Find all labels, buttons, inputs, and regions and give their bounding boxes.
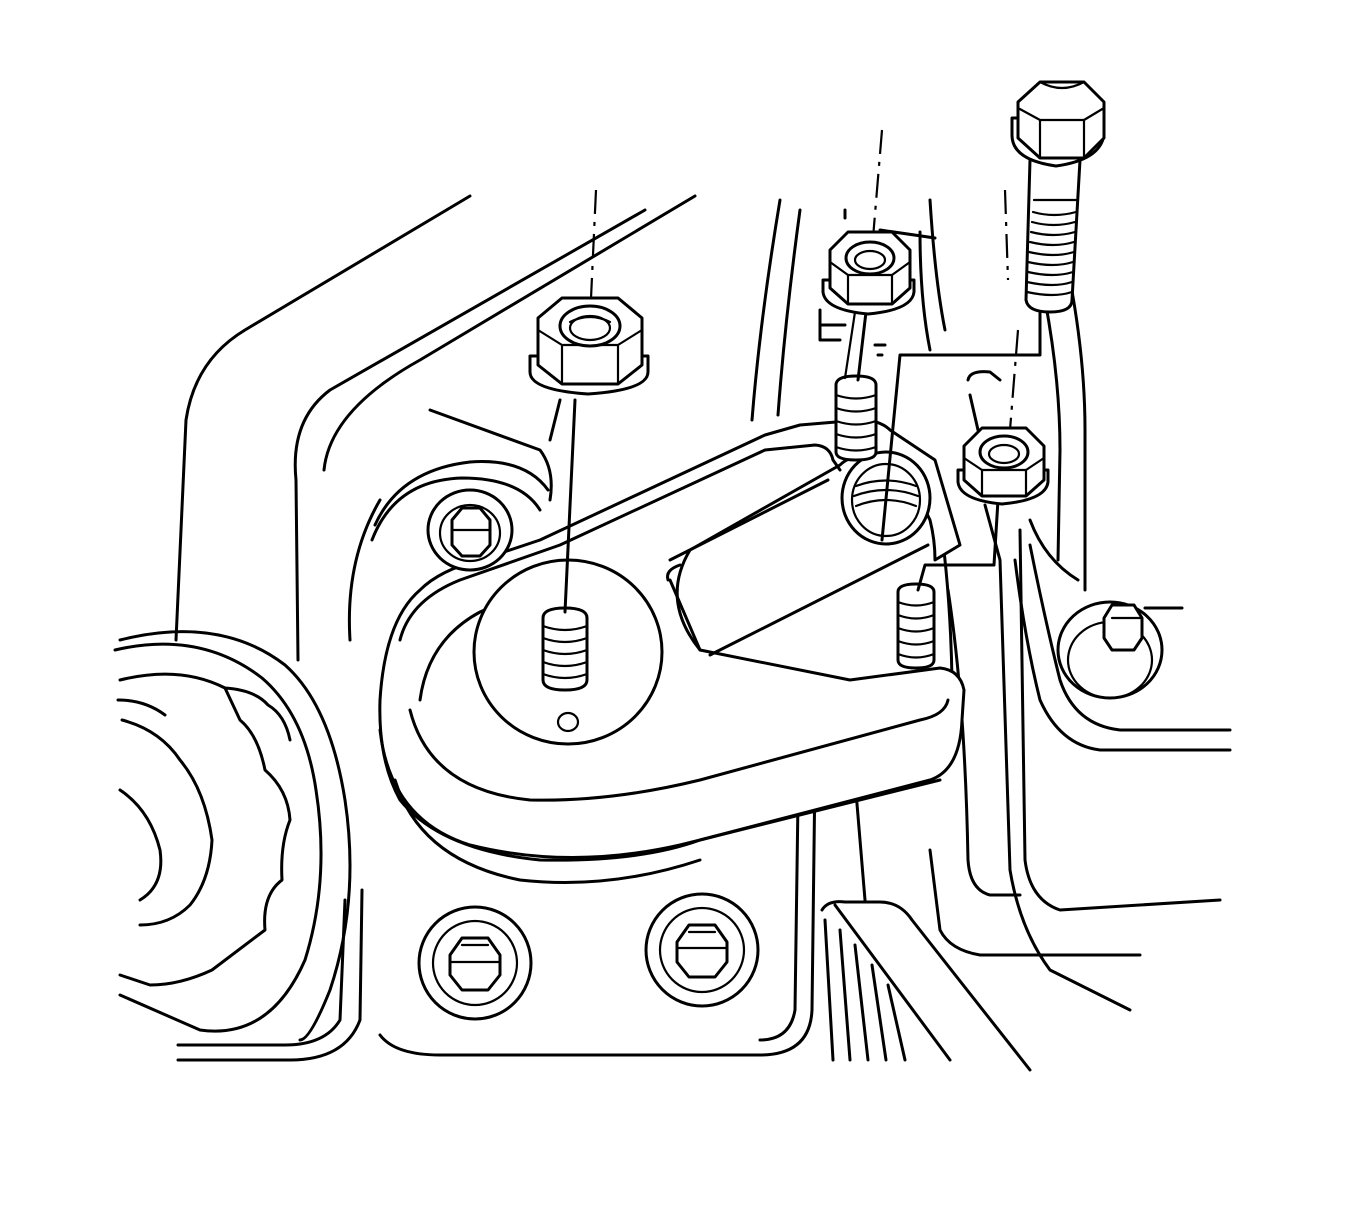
flange-nut-right	[956, 426, 1050, 506]
installation-axis-lines	[563, 129, 1042, 614]
engine-pad	[347, 460, 550, 642]
housing-bolt-lower-right	[644, 892, 760, 1008]
flange-nut-upper-left	[528, 296, 650, 396]
flywheel	[113, 630, 352, 1042]
housing-bolt-left	[426, 488, 514, 572]
engine-block	[174, 194, 1087, 662]
housing-bolt-right	[1056, 600, 1184, 700]
stud-right	[896, 582, 936, 670]
transmission-housing	[176, 370, 1232, 1072]
hex-bolt-long	[1010, 80, 1106, 314]
stud-upper-center	[834, 374, 878, 462]
housing-bolt-lower-left	[417, 905, 533, 1021]
stud-center	[541, 606, 589, 692]
flange-nut-upper-center	[821, 230, 916, 316]
